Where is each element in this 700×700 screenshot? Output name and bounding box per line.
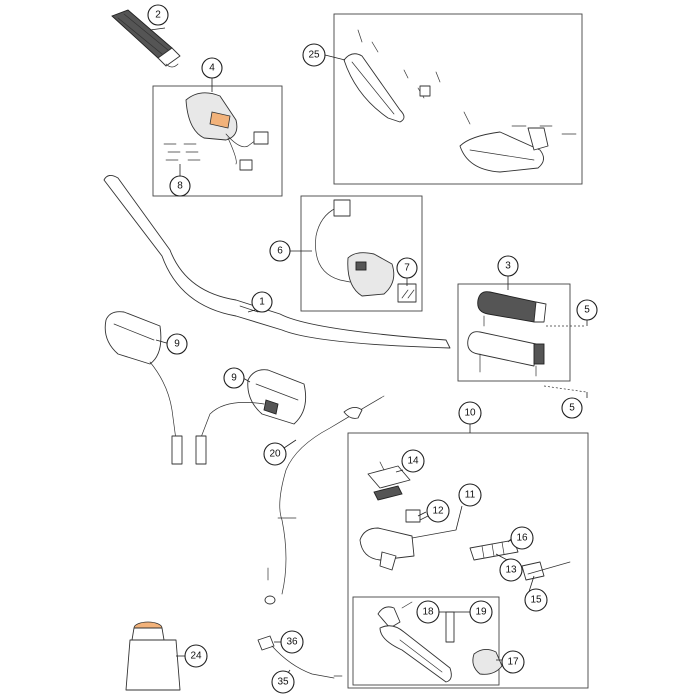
svg-text:15: 15 <box>530 595 542 606</box>
svg-text:19: 19 <box>475 607 487 618</box>
callout-4: 4 <box>201 57 223 79</box>
svg-text:14: 14 <box>407 456 419 467</box>
callout-35: 35 <box>271 670 295 694</box>
svg-text:7: 7 <box>404 263 410 274</box>
svg-text:12: 12 <box>432 506 444 517</box>
callout-17: 17 <box>501 650 525 674</box>
callout-7: 7 <box>396 257 418 279</box>
right-switch-part <box>315 199 395 297</box>
piston-kit-part <box>469 539 571 581</box>
master-cylinder-part <box>359 509 457 571</box>
svg-text:13: 13 <box>505 565 517 576</box>
svg-text:8: 8 <box>177 181 183 192</box>
hand-guard-upper-part <box>343 29 441 123</box>
box-grips <box>457 283 571 382</box>
svg-text:20: 20 <box>269 449 281 460</box>
svg-text:35: 35 <box>277 677 289 688</box>
callout-3: 3 <box>497 255 519 277</box>
svg-text:2: 2 <box>155 10 161 21</box>
svg-text:18: 18 <box>422 607 434 618</box>
clutch-cable-part <box>264 395 385 605</box>
svg-text:9: 9 <box>231 373 237 384</box>
svg-text:11: 11 <box>465 490 476 501</box>
svg-text:5: 5 <box>569 403 575 414</box>
callout-9-right: 9 <box>223 367 245 389</box>
grip-screw-dash-bottom <box>543 385 587 393</box>
callout-24: 24 <box>184 644 208 668</box>
callout-9-left: 9 <box>166 333 188 355</box>
lever-pin-part <box>445 611 455 643</box>
switch-cable-part <box>257 635 343 679</box>
callout-12: 12 <box>426 499 450 523</box>
screw-pair-part <box>397 283 417 303</box>
callout-20: 20 <box>263 442 287 466</box>
svg-text:4: 4 <box>209 63 215 74</box>
fluid-bottle-part <box>125 621 181 691</box>
left-switch-part <box>185 92 269 171</box>
box-switch-left <box>152 85 283 197</box>
svg-text:10: 10 <box>464 408 476 419</box>
callout-5-top: 5 <box>576 299 598 321</box>
callout-2: 2 <box>147 4 169 26</box>
mirror-left-part <box>104 311 183 465</box>
svg-text:1: 1 <box>259 297 265 308</box>
svg-text:9: 9 <box>174 339 180 350</box>
callout-5-bottom: 5 <box>561 397 583 419</box>
mirror-right-part <box>195 369 307 465</box>
svg-text:16: 16 <box>516 533 528 544</box>
box-hand-guard-group <box>333 13 583 185</box>
lever-adjuster-part <box>472 649 503 675</box>
svg-text:3: 3 <box>505 261 511 272</box>
hand-guard-lower-part <box>459 111 577 173</box>
box-switch-right <box>300 195 423 312</box>
callout-1: 1 <box>251 291 273 313</box>
svg-text:36: 36 <box>286 637 298 648</box>
grip-pair-part <box>467 291 547 377</box>
svg-text:6: 6 <box>277 246 283 257</box>
svg-text:17: 17 <box>507 657 519 668</box>
svg-text:24: 24 <box>190 651 202 662</box>
callout-25: 25 <box>302 43 326 67</box>
box-lever-group <box>352 596 500 686</box>
screw-set-part <box>163 143 201 161</box>
callout-14: 14 <box>401 449 425 473</box>
grip-top-part <box>111 9 181 68</box>
svg-text:5: 5 <box>584 305 590 316</box>
box-clutch-group <box>347 432 589 689</box>
callout-8: 8 <box>169 175 191 197</box>
callout-6: 6 <box>269 240 291 262</box>
callout-11: 11 <box>458 483 482 507</box>
callout-10: 10 <box>458 401 482 425</box>
callout-13: 13 <box>499 558 523 582</box>
callout-18: 18 <box>416 600 440 624</box>
clutch-lever-part <box>377 601 452 683</box>
callout-36: 36 <box>280 630 304 654</box>
svg-text:25: 25 <box>308 50 320 61</box>
callout-19: 19 <box>469 600 493 624</box>
reservoir-cap-part <box>367 461 411 501</box>
callout-16: 16 <box>510 526 534 550</box>
handlebar-part <box>103 175 451 349</box>
callout-15: 15 <box>524 588 548 612</box>
